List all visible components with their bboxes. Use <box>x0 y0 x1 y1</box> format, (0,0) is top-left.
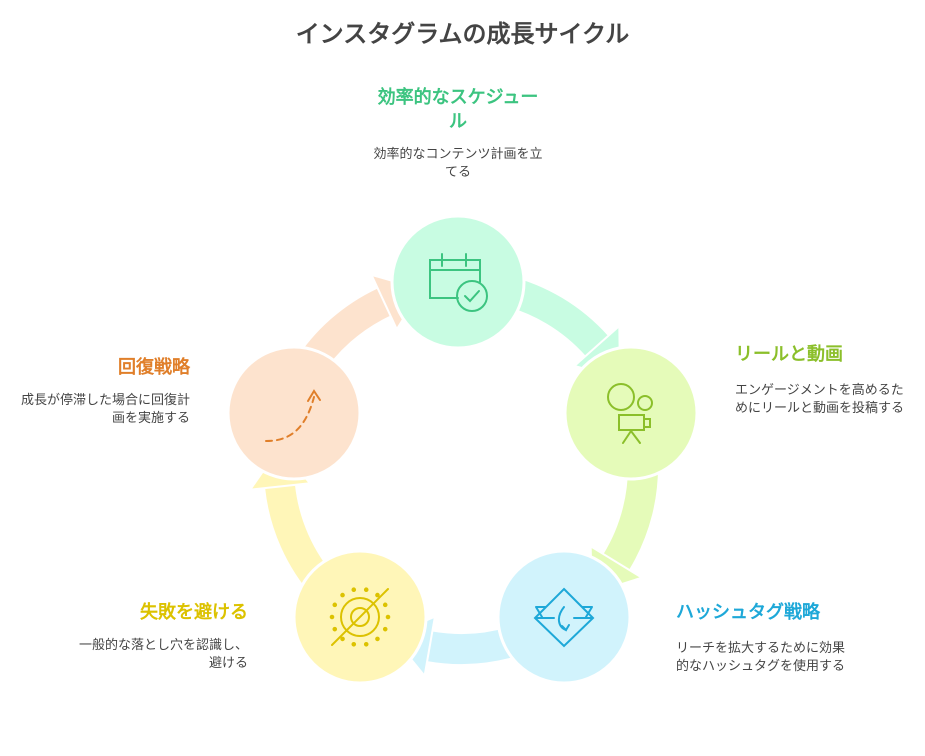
step-desc-reels: エンゲージメントを高めるためにリールと動画を投稿する <box>735 383 905 416</box>
calendar-check-icon <box>429 253 488 312</box>
diagram-title: インスタグラムの成長サイクル <box>295 20 630 48</box>
step-circle-reels <box>563 345 699 481</box>
step-circle-recovery <box>226 345 362 481</box>
hashtag-strategy-icon <box>533 587 595 648</box>
step-title-hashtag: ハッシュタグ戦略 <box>676 602 820 623</box>
video-camera-icon <box>607 383 653 444</box>
step-title-schedule: 効率的なスケジュール <box>377 87 539 132</box>
step-desc-recovery: 成長が停滞した場合に回復計画を実施する <box>20 393 190 426</box>
step-title-recovery: 回復戦略 <box>118 357 190 378</box>
step-desc-schedule: 効率的なコンテンツ計画を立てる <box>373 147 543 180</box>
step-title-reels: リールと動画 <box>735 344 843 365</box>
step-circle-hashtag <box>496 549 632 685</box>
target-crossed-icon <box>329 587 391 647</box>
rising-arrow-icon <box>265 389 321 442</box>
step-circle-schedule <box>390 214 526 350</box>
step-desc-avoid: 一般的な落とし穴を認識し、避ける <box>78 638 248 671</box>
step-desc-hashtag: リーチを拡大するために効果的なハッシュタグを使用する <box>676 641 846 674</box>
step-title-avoid: 失敗を避ける <box>140 602 248 623</box>
